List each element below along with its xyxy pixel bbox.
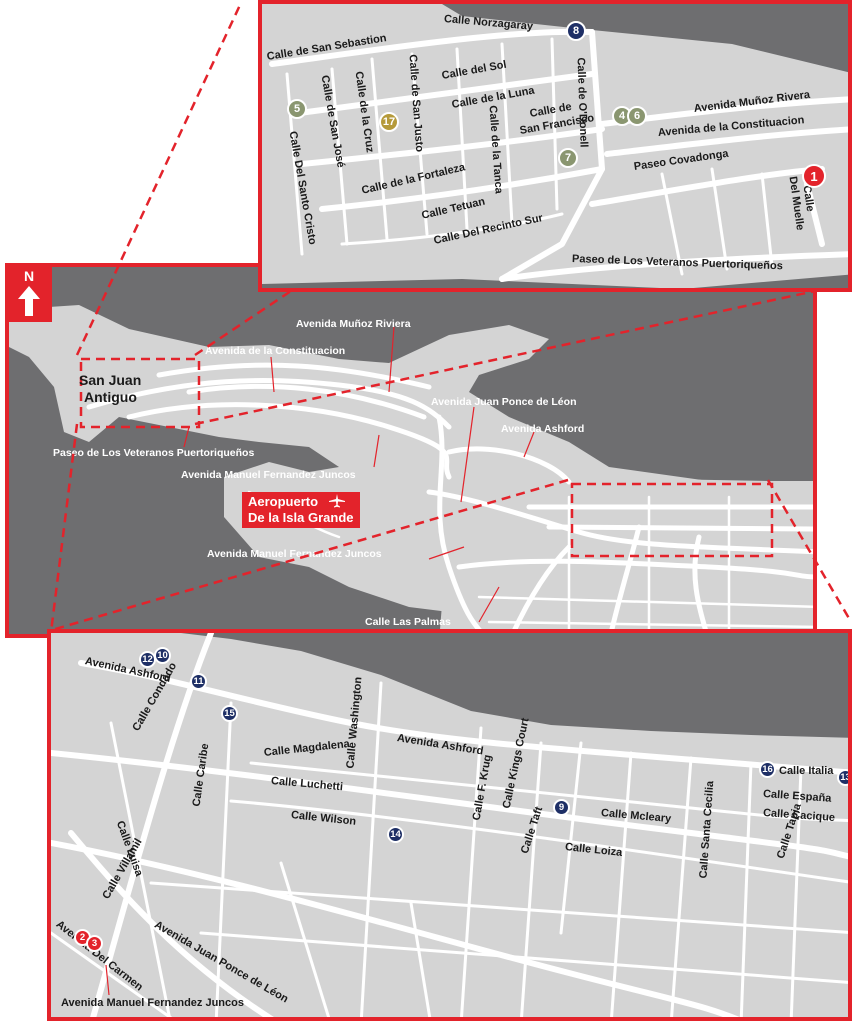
north-letter: N	[23, 268, 35, 284]
marker-5[interactable]: 5	[287, 99, 307, 119]
north-arrow-icon	[18, 286, 40, 316]
mainland-east	[439, 479, 813, 634]
label-antiguo: Antiguo	[84, 389, 137, 405]
marker-3[interactable]: 3	[86, 935, 103, 952]
top-inset-water	[442, 4, 848, 73]
top-inset-graphic	[262, 4, 848, 288]
marker-16[interactable]: 16	[759, 761, 776, 778]
label-paseo-veteranos: Paseo de Los Veteranos Puertoriqueños	[53, 447, 255, 459]
label-avenida-constituacion: Avenida de la Constituacion	[205, 345, 346, 357]
bottom-inset-graphic	[51, 633, 848, 1017]
airplane-icon	[328, 494, 345, 508]
marker-11[interactable]: 11	[190, 673, 207, 690]
top-inset-old-san-juan: Calle Norzagaray Calle de San Sebastion …	[258, 0, 852, 292]
marker-9[interactable]: 9	[553, 799, 570, 816]
marker-8[interactable]: 8	[566, 21, 586, 41]
label-calle-odonell: Calle de O'Donell	[574, 57, 590, 148]
airport-label: Aeropuerto De la Isla Grande	[242, 492, 360, 528]
label-avenida-fernandez-juncos-1: Avenida Manuel Fernandez Juncos	[181, 469, 356, 481]
label-avenida-fernandez-juncos-2: Avenida Manuel Fernandez Juncos	[207, 548, 382, 560]
label-calle-italia: Calle Italia	[779, 765, 834, 777]
bottom-inset-leader	[105, 964, 110, 996]
marker-14[interactable]: 14	[387, 826, 404, 843]
north-indicator: N	[6, 264, 52, 322]
label-avenida-ashford: Avenida Ashford	[501, 423, 585, 435]
marker-13[interactable]: 13	[837, 769, 848, 786]
marker-10[interactable]: 10	[154, 647, 171, 664]
bottom-inset-condado: Avenida Ashford Calle Condado Calle Cari…	[47, 629, 852, 1021]
marker-17[interactable]: 17	[379, 112, 399, 132]
main-map: Avenida Muñoz Riviera Avenida de la Cons…	[5, 263, 817, 638]
label-avenida-munoz-riviera: Avenida Muñoz Riviera	[296, 318, 411, 330]
marker-1[interactable]: 1	[802, 164, 826, 188]
marker-7[interactable]: 7	[558, 148, 578, 168]
airport-name-line1: Aeropuerto	[248, 494, 319, 509]
label-avenida-fernandez-juncos: Avenida Manuel Fernandez Juncos	[61, 997, 244, 1009]
label-calle-las-palmas: Calle Las Palmas	[365, 616, 451, 628]
marker-6[interactable]: 6	[627, 106, 647, 126]
airport-name-line2: De la Isla Grande	[248, 510, 354, 525]
label-avenida-juan-ponce-de-leon: Avenida Juan Ponce de Léon	[431, 396, 577, 408]
label-san-juan: San Juan	[79, 372, 142, 388]
marker-15[interactable]: 15	[221, 705, 238, 722]
bottom-inset-water	[181, 633, 848, 738]
